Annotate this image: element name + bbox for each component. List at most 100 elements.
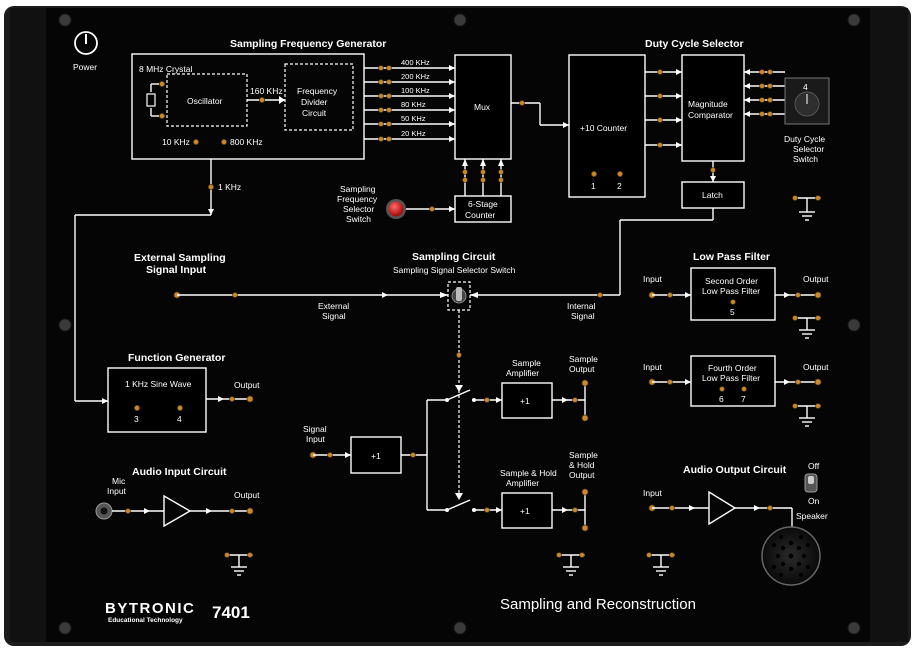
- sh-out-label-1: Sample: [569, 450, 598, 460]
- sample-amp-gain: +1: [520, 396, 530, 406]
- f800-socket[interactable]: [220, 138, 227, 145]
- int-signal-label-1: Internal: [567, 301, 595, 311]
- lpf-title: Low Pass Filter: [693, 251, 770, 263]
- lpf4-block: [690, 355, 776, 407]
- duty-switch-value: 4: [803, 82, 808, 92]
- out-400k: 400 KHz: [401, 58, 430, 67]
- lpf2-block: [690, 267, 776, 321]
- sampling-title: Sampling Circuit: [412, 251, 496, 263]
- lpf4-pin-6-label: 6: [719, 394, 724, 404]
- sh-amp-gain: +1: [520, 506, 530, 516]
- out-200k: 200 KHz: [401, 72, 430, 81]
- ground-icon: [792, 315, 821, 339]
- latch-label: Latch: [702, 190, 723, 200]
- counter10-pin-1[interactable]: [591, 170, 598, 177]
- funcgen-output-socket[interactable]: [246, 395, 254, 403]
- brand-sub: Educational Technology: [108, 617, 183, 624]
- brand-name: BYTRONIC: [105, 600, 195, 617]
- sh-output-socket[interactable]: [581, 488, 589, 496]
- counter6-block: [454, 195, 512, 223]
- duty-switch-label-3: Switch: [793, 154, 818, 164]
- audio-in-amp-icon: [163, 494, 192, 528]
- buffer-block: [350, 436, 402, 474]
- mux-label: Mux: [474, 102, 491, 112]
- sample-amp-block: [501, 382, 553, 419]
- signal-input-label-1: Signal: [303, 424, 327, 434]
- panel-title: Sampling and Reconstruction: [500, 596, 696, 613]
- ext-signal-label-1: External: [318, 301, 349, 311]
- sample-switch-contacts: [445, 389, 476, 512]
- speaker-icon: [761, 526, 821, 586]
- comparator-to-switch-lines: [744, 69, 785, 117]
- sample-amp-label-2: Amplifier: [506, 368, 539, 378]
- lpf4-pin-6[interactable]: [719, 386, 725, 392]
- counter-to-comparator-lines: [645, 69, 682, 148]
- ground-icon: [556, 552, 585, 576]
- signal-input-label-2: Input: [306, 434, 326, 444]
- f10-label: 10 KHz: [162, 137, 190, 147]
- sh-out-label-3: Output: [569, 470, 595, 480]
- lpf4-pin-7[interactable]: [741, 386, 747, 392]
- funcgen-output-label: Output: [234, 380, 260, 390]
- divider-label-2: Divider: [301, 97, 328, 107]
- funcgen-title: Function Generator: [128, 352, 225, 364]
- counter10-block: [568, 54, 646, 198]
- sh-amp-label-1: Sample & Hold: [500, 468, 557, 478]
- audio-out-title: Audio Output Circuit: [683, 464, 787, 476]
- f1k-socket[interactable]: [207, 183, 214, 190]
- counter10-pin-1-label: 1: [591, 181, 596, 191]
- sampling-subtitle: Sampling Signal Selector Switch: [393, 265, 516, 275]
- duty-switch-label-1: Duty Cycle: [784, 134, 825, 144]
- ext-signal-label-2: Signal: [322, 311, 346, 321]
- lpf2-output-socket[interactable]: [814, 291, 822, 299]
- sfs-label-1: Sampling: [340, 184, 376, 194]
- mux-block: [454, 54, 512, 160]
- lpf2-label-1: Second Order: [705, 276, 758, 286]
- sfg-block: [131, 53, 365, 160]
- mux-select-lines: [462, 159, 504, 196]
- sampling-signal-selector-switch[interactable]: [456, 287, 462, 301]
- crystal-label: 8 MHz Crystal: [139, 64, 192, 74]
- lpf2-pin-5[interactable]: [730, 299, 736, 305]
- lpf4-output-socket[interactable]: [814, 378, 822, 386]
- counter10-pin-2[interactable]: [617, 170, 624, 177]
- divider-label-1: Frequency: [297, 86, 338, 96]
- lpf2-label-2: Low Pass Filter: [702, 286, 760, 296]
- sh-out-label-2: & Hold: [569, 460, 595, 470]
- on-label: On: [808, 496, 820, 506]
- sampling-frequency-selector-button[interactable]: [388, 201, 404, 217]
- duty-switch-label-2: Selector: [793, 144, 824, 154]
- lpf4-label-2: Low Pass Filter: [702, 373, 760, 383]
- out-50k: 50 KHz: [401, 114, 426, 123]
- comparator-block: [681, 54, 745, 162]
- funcgen-pin-3[interactable]: [133, 404, 140, 411]
- f10-socket[interactable]: [192, 138, 199, 145]
- sfs-label-3: Selector: [343, 204, 374, 214]
- ground-icon: [646, 552, 675, 576]
- power-label: Power: [73, 62, 97, 72]
- sample-out-label-1: Sample: [569, 354, 598, 364]
- power-button[interactable]: [74, 31, 98, 55]
- sample-out-label-2: Output: [569, 364, 595, 374]
- funcgen-pin-4[interactable]: [176, 404, 183, 411]
- funcgen-pin-4-label: 4: [177, 414, 182, 424]
- counter10-label: +10 Counter: [580, 123, 627, 133]
- audio-in-title: Audio Input Circuit: [132, 466, 227, 478]
- audio-in-output-label: Output: [234, 490, 260, 500]
- counter10-pin-2-label: 2: [617, 181, 622, 191]
- audio-in-output-socket[interactable]: [246, 507, 254, 515]
- f800-label: 800 KHz: [230, 137, 263, 147]
- lpf2-output-label: Output: [803, 274, 829, 284]
- lpf2-pin-label: 5: [730, 307, 735, 317]
- ground-icon: [792, 403, 821, 427]
- sfg-output-lines: [364, 65, 455, 142]
- counter6-label-2: Counter: [465, 210, 495, 220]
- sample-output-socket[interactable]: [581, 379, 589, 387]
- divider-label-3: Circuit: [302, 108, 327, 118]
- ground-icon: [792, 195, 821, 221]
- ext-title-1: External Sampling: [134, 252, 226, 264]
- sfs-label-2: Frequency: [337, 194, 378, 204]
- funcgen-block: [107, 367, 207, 433]
- divider-block: [284, 63, 354, 131]
- comparator-label-2: Comparator: [688, 110, 733, 120]
